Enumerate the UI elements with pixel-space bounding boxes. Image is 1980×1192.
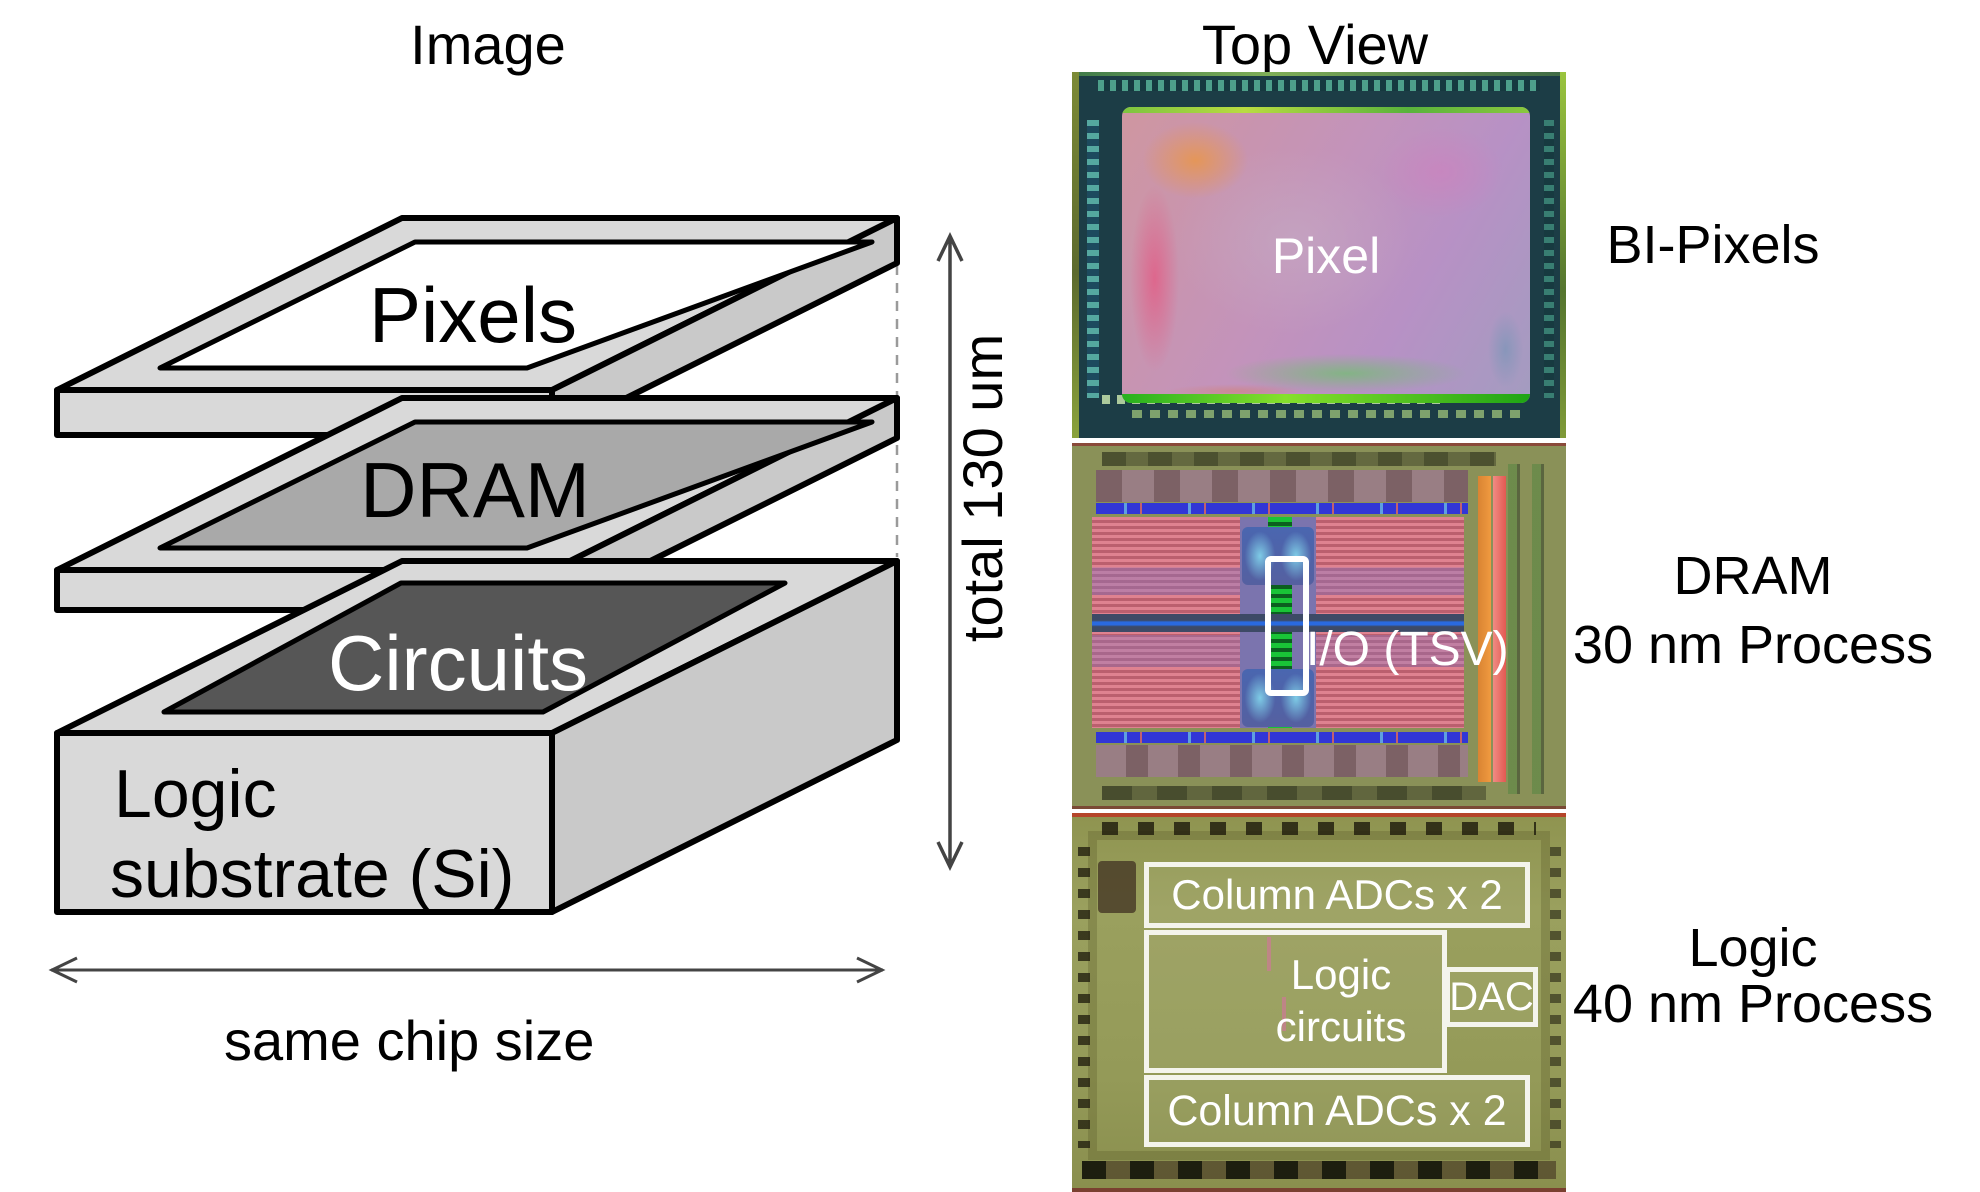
substrate-label-line1: Logic <box>114 756 277 832</box>
chip-edge <box>1072 72 1079 438</box>
bond-pads <box>1078 847 1090 1148</box>
bond-pads <box>1102 822 1536 835</box>
dram-layer-label: DRAM <box>360 446 590 534</box>
bond-pads <box>1550 847 1561 1148</box>
bottom-adc-label: Column ADCs x 2 <box>1167 1086 1507 1135</box>
substrate-label-line2: substrate (Si) <box>110 836 514 912</box>
dram-label-line2: 30 nm Process <box>1572 615 1934 675</box>
array-bottom-line <box>1122 394 1530 403</box>
width-arrow <box>48 956 886 984</box>
dram-die-photo: I/O (TSV) <box>1072 443 1566 809</box>
center-band <box>1092 614 1464 632</box>
dac-box: DAC <box>1445 967 1538 1027</box>
die-mark <box>1267 937 1271 971</box>
bi-pixels-label: BI-Pixels <box>1606 215 1820 275</box>
chip-edge <box>1072 72 1566 76</box>
die-ring <box>1088 831 1550 1160</box>
io-structure <box>1242 669 1314 727</box>
stack-3d-diagram: Pixels DRAM Circuits Logic substrate (Si… <box>48 215 1014 1072</box>
bond-pads <box>1544 120 1554 398</box>
die-mark <box>1098 861 1136 913</box>
array-top-line <box>1122 107 1530 113</box>
height-annotation: total 130 um <box>951 334 1014 642</box>
bond-pads <box>1132 410 1526 418</box>
logic-circuits-box: Logic circuits <box>1144 930 1447 1073</box>
pixel-overlay-label: Pixel <box>1271 228 1381 284</box>
top-adc-label: Column ADCs x 2 <box>1171 871 1503 918</box>
pad-strip <box>1102 452 1496 466</box>
tsv-overlay-label: I/O (TSV) <box>1306 623 1509 676</box>
bond-pads <box>1082 1161 1556 1179</box>
logic-label-line2: 40 nm Process <box>1572 974 1934 1034</box>
left-title: Image <box>410 13 566 76</box>
die-mark <box>1282 997 1286 1031</box>
bi-pixels-die-photo: Pixel <box>1072 72 1566 438</box>
chip-edge <box>1560 72 1566 438</box>
peripheral-band <box>1096 745 1468 777</box>
logic-circuits-label-line1: Logic <box>1290 951 1392 998</box>
tsv-highlight-box <box>1265 556 1309 696</box>
dram-label-line1: DRAM <box>1673 546 1833 606</box>
width-annotation: same chip size <box>224 1009 594 1072</box>
logic-substrate-box <box>54 558 900 915</box>
circuits-area-label: Circuits <box>328 619 588 707</box>
pixel-array-area: Pixel <box>1122 107 1530 403</box>
top-adc-box: Column ADCs x 2 <box>1144 862 1530 928</box>
bond-pads <box>1087 120 1099 398</box>
logic-label-line1: Logic <box>1688 918 1818 978</box>
right-margin-structures <box>1508 464 1556 794</box>
bond-pads <box>1098 80 1540 91</box>
logic-die-photo: Column ADCs x 2 Logic circuits DAC Colum… <box>1072 813 1566 1192</box>
logic-circuits-label-line2: circuits <box>1275 1003 1407 1050</box>
pad-strip <box>1102 786 1486 800</box>
right-title: Top View <box>1201 13 1429 76</box>
color-stripe-orange <box>1478 476 1491 782</box>
metal-stripe <box>1096 732 1468 743</box>
pixels-layer-label: Pixels <box>369 271 577 359</box>
peripheral-band <box>1096 470 1468 502</box>
bottom-adc-box: Column ADCs x 2 <box>1144 1075 1530 1147</box>
dac-label: DAC <box>1449 974 1534 1019</box>
height-arrow <box>936 231 964 872</box>
metal-stripe <box>1096 503 1468 514</box>
color-stripe-pink <box>1493 476 1506 782</box>
